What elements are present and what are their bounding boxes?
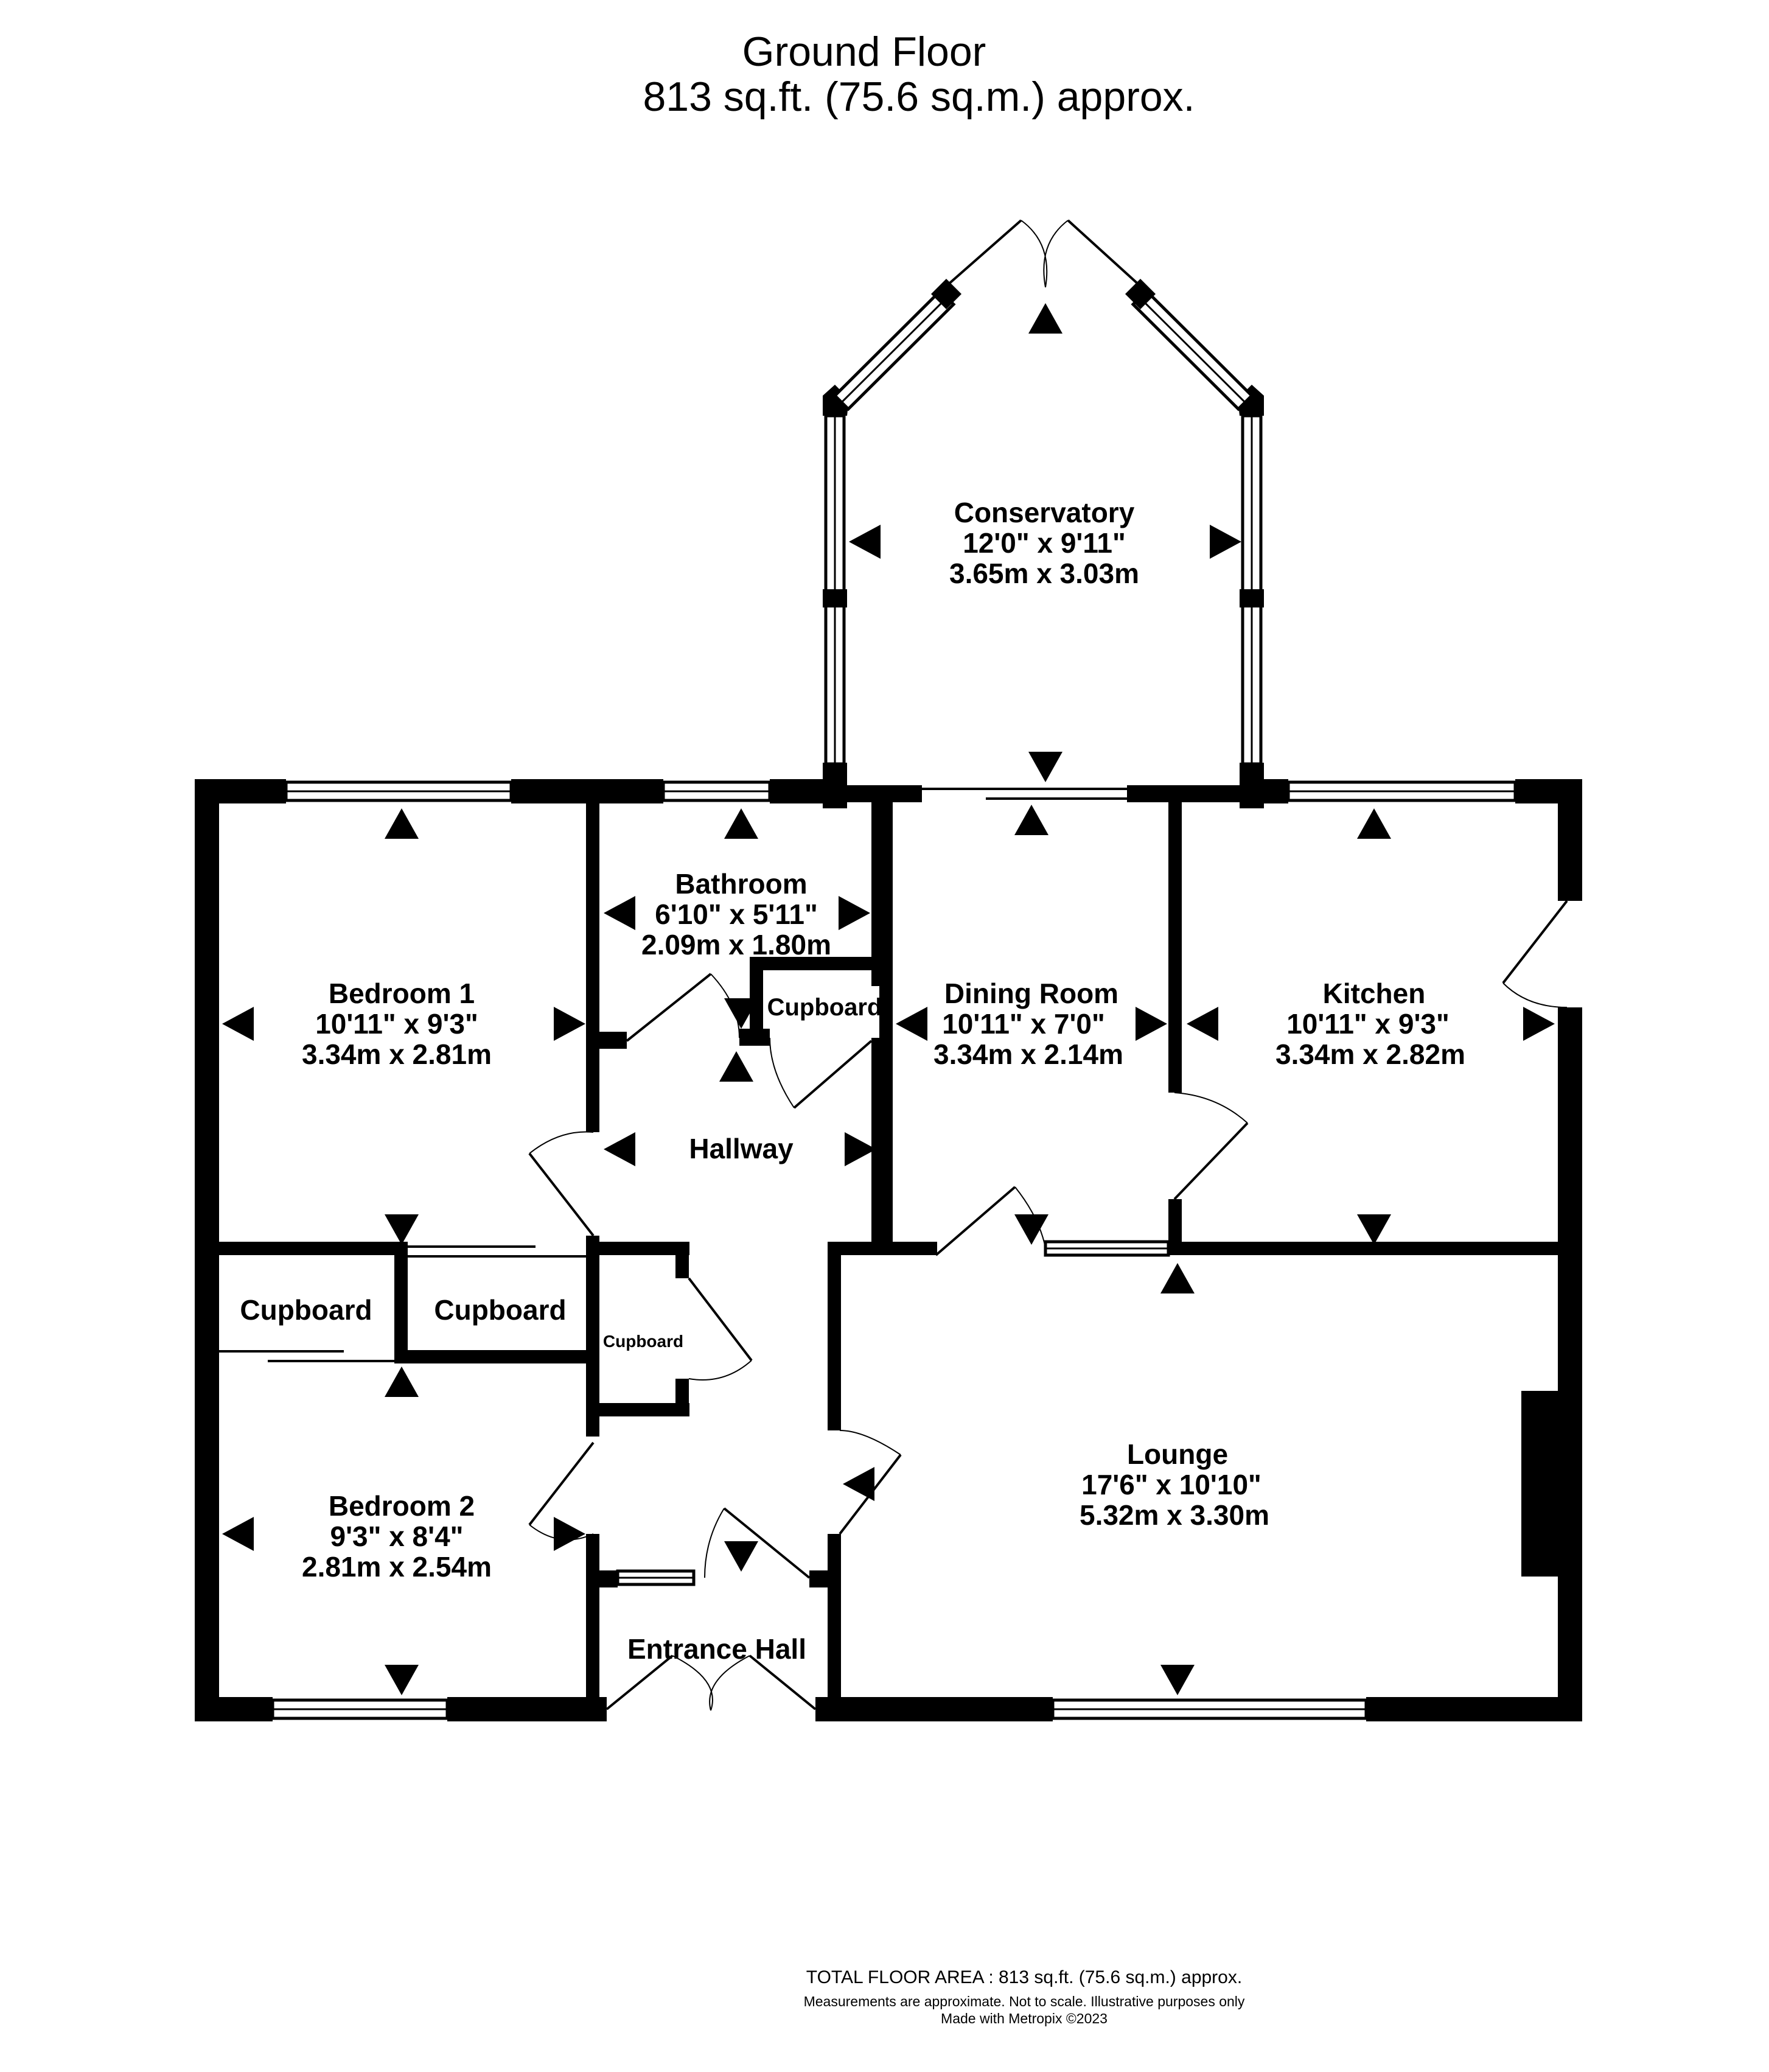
bathroom-door[interactable]: [626, 973, 740, 1042]
cupboard-label-left: Cupboard: [240, 1294, 372, 1326]
arrow-down-icon: [1014, 1214, 1048, 1245]
arrow-up-icon: [719, 1051, 753, 1082]
room-bedroom-2: Bedroom 2 9'3" x 8'4" 2.81m x 2.54m: [302, 1490, 492, 1583]
room-bathroom: Bathroom 6'10" x 5'11" 2.09m x 1.80m: [641, 868, 831, 961]
room-name: Bathroom: [675, 868, 807, 900]
entrance-hall-label: Entrance Hall: [627, 1633, 806, 1665]
room-conservatory: Conservatory 12'0" x 9'11" 3.65m x 3.03m: [949, 497, 1139, 589]
arrow-left-icon: [849, 525, 881, 559]
room-size-metric: 3.34m x 2.82m: [1275, 1038, 1465, 1070]
interior-walls: [195, 791, 1558, 1721]
conservatory-window-left-lower: [824, 603, 846, 766]
arrow-left-icon: [604, 896, 635, 930]
total-floor-area: TOTAL FLOOR AREA : 813 sq.ft. (75.6 sq.m…: [806, 1967, 1242, 1987]
room-size-imperial: 17'6" x 10'10": [1081, 1469, 1261, 1500]
arrow-down-icon: [1160, 1665, 1195, 1695]
arrow-down-icon: [724, 998, 758, 1029]
room-kitchen: Kitchen 10'11" x 9'3" 3.34m x 2.82m: [1275, 978, 1465, 1070]
arrow-right-icon: [1136, 1007, 1167, 1041]
cupboard-sliding-door-bottom[interactable]: [213, 1350, 394, 1362]
kitchen-window: [1286, 780, 1517, 802]
dimension-arrows: [222, 303, 1555, 1695]
conservatory-window-right-lower: [1241, 603, 1263, 766]
dining-lounge-window: [1044, 1240, 1170, 1257]
room-size-metric: 2.81m x 2.54m: [302, 1551, 492, 1583]
arrow-right-icon: [1210, 525, 1241, 559]
room-size-metric: 3.34m x 2.14m: [933, 1038, 1123, 1070]
arrow-up-icon: [385, 1367, 419, 1397]
lounge-window: [1051, 1698, 1368, 1720]
arrow-up-icon: [1014, 805, 1048, 835]
floor-title: Ground Floor: [742, 29, 986, 75]
arrow-right-icon: [554, 1517, 585, 1551]
room-size-imperial: 9'3" x 8'4": [330, 1521, 464, 1552]
room-size-metric: 5.32m x 3.30m: [1080, 1499, 1269, 1531]
room-bedroom-1: Bedroom 1 10'11" x 9'3" 3.34m x 2.81m: [302, 978, 492, 1070]
arrow-right-icon: [1523, 1007, 1555, 1041]
arrow-up-icon: [1160, 1263, 1195, 1293]
entrance-inner-door[interactable]: [704, 1507, 811, 1579]
conservatory-window-right-upper: [1241, 414, 1263, 595]
credit: Made with Metropix ©2023: [941, 2011, 1108, 2026]
floor-area: 813 sq.ft. (75.6 sq.m.) approx.: [643, 74, 1195, 120]
kitchen-external-door[interactable]: [1502, 900, 1568, 1008]
arrow-down-icon: [1028, 752, 1062, 782]
room-name: Conservatory: [954, 497, 1135, 528]
room-dining-room: Dining Room 10'11" x 7'0" 3.34m x 2.14m: [933, 978, 1123, 1070]
arrow-right-icon: [839, 896, 870, 930]
room-size-imperial: 10'11" x 9'3": [1286, 1008, 1450, 1040]
cupboard-sliding-door-top[interactable]: [408, 1245, 586, 1258]
arrow-up-icon: [385, 808, 419, 839]
front-door[interactable]: [605, 1654, 817, 1711]
bedroom-2-window: [271, 1698, 449, 1720]
arrow-up-icon: [1357, 808, 1391, 839]
room-size-imperial: 6'10" x 5'11": [655, 898, 818, 930]
room-size-metric: 2.09m x 1.80m: [641, 929, 831, 961]
room-name: Kitchen: [1323, 978, 1426, 1009]
arrow-right-icon: [554, 1007, 585, 1041]
arrow-left-icon: [843, 1467, 874, 1501]
room-size-imperial: 10'11" x 7'0": [942, 1008, 1105, 1040]
conservatory-french-doors[interactable]: [945, 219, 1142, 288]
room-name: Bedroom 2: [329, 1490, 475, 1522]
room-name: Lounge: [1127, 1438, 1228, 1470]
bathroom-window: [661, 780, 772, 802]
arrow-left-icon: [222, 1007, 254, 1041]
room-size-imperial: 12'0" x 9'11": [963, 527, 1126, 559]
arrow-down-icon: [385, 1665, 419, 1695]
hallway-label: Hallway: [689, 1133, 794, 1164]
conservatory-sliding-door[interactable]: [922, 788, 1127, 800]
arrow-up-icon: [724, 808, 758, 839]
bedroom-1-door[interactable]: [528, 1131, 595, 1237]
room-lounge: Lounge 17'6" x 10'10" 5.32m x 3.30m: [1080, 1438, 1269, 1531]
room-size-imperial: 10'11" x 9'3": [315, 1008, 478, 1040]
kitchen-door[interactable]: [1173, 1092, 1249, 1200]
bedroom-1-window: [284, 780, 513, 802]
conservatory-window-diagonal-right: [1131, 289, 1254, 411]
cupboard-door-bathroom[interactable]: [769, 1037, 873, 1109]
arrow-left-icon: [604, 1132, 635, 1166]
arrow-down-icon: [1357, 1214, 1391, 1245]
arrow-up-icon: [1028, 303, 1062, 334]
cupboard-label-hall: Cupboard: [603, 1332, 683, 1351]
disclaimer: Measurements are approximate. Not to sca…: [804, 1993, 1245, 2009]
room-name: Bedroom 1: [329, 978, 475, 1009]
entrance-side-window: [616, 1569, 696, 1586]
arrow-down-icon: [385, 1214, 419, 1245]
room-size-metric: 3.34m x 2.81m: [302, 1038, 492, 1070]
conservatory-window-diagonal-left: [832, 289, 956, 411]
room-name: Dining Room: [944, 978, 1118, 1009]
arrow-left-icon: [222, 1517, 254, 1551]
room-size-metric: 3.65m x 3.03m: [949, 558, 1139, 589]
arrow-right-icon: [845, 1132, 876, 1166]
hall-cupboard-door[interactable]: [688, 1277, 753, 1381]
cupboard-label-bathroom: Cupboard: [767, 994, 882, 1021]
arrow-left-icon: [1187, 1007, 1218, 1041]
cupboard-label-middle: Cupboard: [434, 1294, 566, 1326]
arrow-left-icon: [896, 1007, 927, 1041]
arrow-down-icon: [724, 1541, 758, 1572]
conservatory-window-left-upper: [824, 414, 846, 595]
